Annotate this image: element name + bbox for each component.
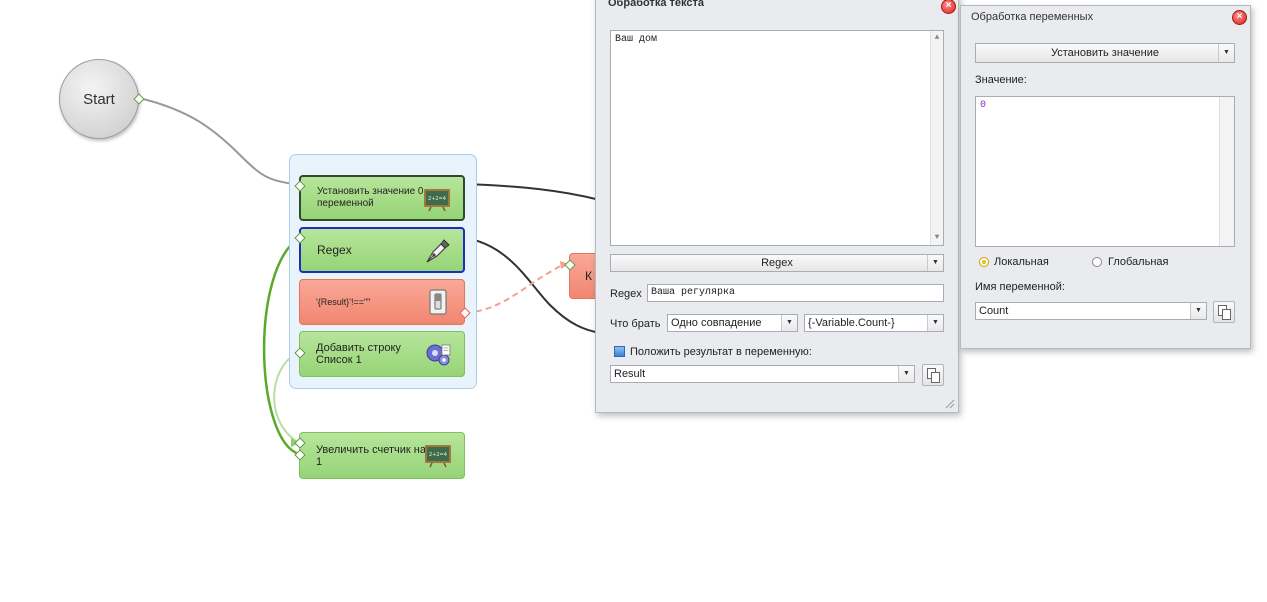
start-node[interactable]: Start	[59, 59, 139, 139]
local-radio[interactable]	[979, 257, 989, 267]
action-select[interactable]: Установить значение ▼	[975, 43, 1235, 63]
varname-value: Count	[979, 305, 1009, 317]
copy-variable-button[interactable]	[922, 364, 944, 386]
mode-select[interactable]: Regex ▼	[610, 254, 944, 272]
copy-icon-front	[1222, 309, 1231, 320]
regex-input[interactable]: Ваша регулярка	[647, 284, 944, 302]
chalkboard-icon: 2+2=4	[425, 445, 451, 468]
result-variable-value: Result	[614, 368, 646, 380]
pen-nib-icon	[426, 239, 450, 263]
resize-grip-icon[interactable]	[943, 397, 955, 409]
value-text-area[interactable]: 0	[975, 96, 1235, 247]
local-radio-label: Локальная	[994, 256, 1049, 268]
variables-window[interactable]: Обработка переменных × Установить значен…	[960, 5, 1251, 349]
text-window-title-text: Обработка текста	[608, 0, 704, 9]
global-radio-label: Глобальная	[1108, 256, 1169, 268]
save-result-label: Положить результат в переменную:	[630, 346, 812, 358]
value-label: Значение:	[975, 74, 1027, 86]
wire-set-out	[464, 183, 601, 201]
text-window-title: Обработка текста	[596, 0, 958, 13]
input-text-area[interactable]: Ваш дом ▲ ▼	[610, 30, 944, 246]
save-result-checkbox[interactable]	[614, 346, 625, 357]
regex-label: Regex	[610, 288, 642, 300]
value-scrollbar[interactable]	[1219, 97, 1234, 246]
input-text-scrollbar[interactable]: ▲ ▼	[930, 31, 943, 245]
chevron-down-icon[interactable]: ▼	[927, 255, 943, 271]
input-text-value: Ваш дом	[615, 34, 658, 45]
take-label: Что брать	[610, 318, 661, 330]
chalkboard-icon: 2+2=4	[424, 189, 450, 212]
global-radio[interactable]	[1092, 257, 1102, 267]
node-add-line[interactable]: Добавить строку Список 1	[299, 331, 465, 377]
mode-select-value: Regex	[761, 257, 793, 269]
wire-condition-false	[465, 263, 569, 314]
svg-text:2+2=4: 2+2=4	[429, 452, 447, 458]
chevron-down-icon[interactable]: ▼	[927, 315, 943, 331]
take-select[interactable]: Одно совпадение ▼	[667, 314, 798, 332]
wire-start-to-set	[138, 97, 300, 186]
varname-label: Имя переменной:	[975, 281, 1065, 293]
chevron-down-icon[interactable]: ▼	[1190, 303, 1206, 319]
node-condition[interactable]: '{Result}'!==""	[299, 279, 465, 325]
scroll-down-icon[interactable]: ▼	[934, 233, 940, 242]
node-regex-label: Regex	[317, 243, 352, 257]
copy-varname-button[interactable]	[1213, 301, 1235, 323]
take-index-value: {-Variable.Count-}	[808, 317, 895, 329]
node-set-value[interactable]: Установить значение 0 переменной 2+2=4	[299, 175, 465, 221]
node-partial-red-label: К	[585, 269, 592, 283]
var-window-title-text: Обработка переменных	[971, 11, 1094, 23]
var-window-close-button[interactable]: ×	[1232, 10, 1247, 25]
wire-loop-back	[262, 236, 300, 456]
var-window-title: Обработка переменных	[961, 6, 1250, 28]
value-text: 0	[980, 100, 987, 111]
chevron-down-icon[interactable]: ▼	[1218, 44, 1234, 62]
text-processing-window[interactable]: Обработка текста × Ваш дом ▲ ▼ Regex ▼ R…	[595, 0, 959, 413]
node-add-line-label: Добавить строку Список 1	[316, 342, 401, 366]
node-regex[interactable]: Regex	[299, 227, 465, 273]
node-increment-label: Увеличить счетчик на 1	[316, 443, 426, 468]
chevron-down-icon[interactable]: ▼	[898, 366, 914, 382]
action-select-value: Установить значение	[1051, 47, 1159, 59]
scroll-up-icon[interactable]: ▲	[934, 33, 940, 42]
take-index-select[interactable]: {-Variable.Count-} ▼	[804, 314, 944, 332]
wire-regex-out	[464, 237, 601, 334]
gears-icon	[426, 344, 451, 366]
varname-select[interactable]: Count ▼	[975, 302, 1207, 320]
node-condition-label: '{Result}'!==""	[316, 297, 371, 307]
copy-icon-front	[931, 372, 940, 383]
start-node-label: Start	[83, 90, 115, 108]
result-variable-select[interactable]: Result ▼	[610, 365, 915, 383]
chevron-down-icon[interactable]: ▼	[781, 315, 797, 331]
regex-input-value: Ваша регулярка	[651, 287, 736, 298]
text-window-close-button[interactable]: ×	[941, 0, 956, 14]
node-increment[interactable]: Увеличить счетчик на 1 2+2=4	[299, 432, 465, 479]
svg-text:2+2=4: 2+2=4	[428, 196, 446, 202]
switch-icon	[429, 289, 447, 315]
take-select-value: Одно совпадение	[671, 317, 762, 329]
node-set-value-label: Установить значение 0 переменной	[317, 186, 424, 209]
